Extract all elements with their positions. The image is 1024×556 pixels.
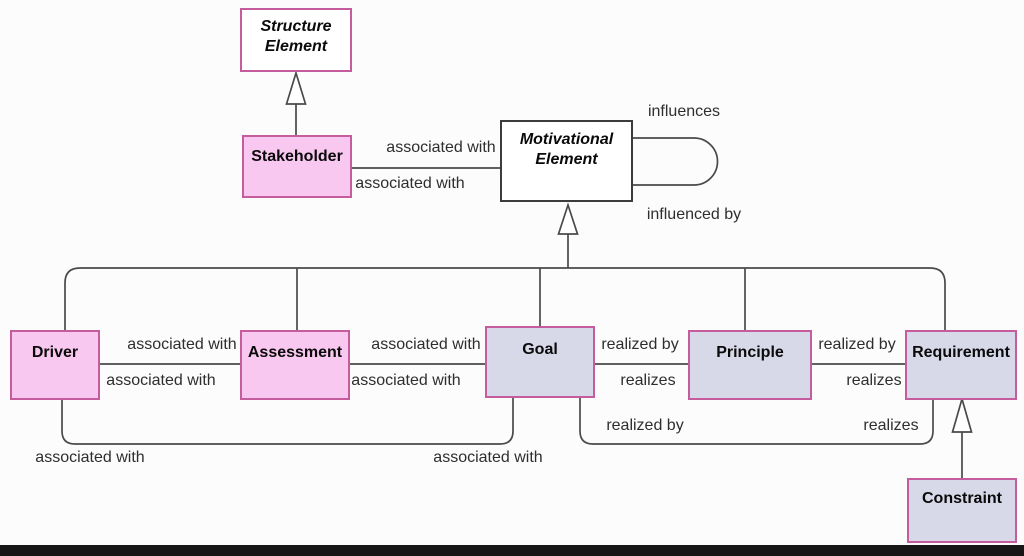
generalization-arrow-structure-element-icon xyxy=(285,70,307,105)
node-label: Stakeholder xyxy=(251,148,343,165)
edge-label-goal-requirement-left: realized by xyxy=(606,417,684,434)
association-driver-goal xyxy=(61,398,514,445)
node-label: Principle xyxy=(716,344,784,361)
node-stakeholder[interactable]: Stakeholder xyxy=(242,135,352,198)
node-motivational-element[interactable]: Motivational Element xyxy=(500,120,633,202)
generalization-arrow-me-icon xyxy=(557,202,579,235)
edge-label-driver-goal-right: associated with xyxy=(433,449,543,466)
node-label: Constraint xyxy=(922,490,1002,507)
node-label: Assessment xyxy=(247,344,343,361)
edge-label-stakeholder-me-below: associated with xyxy=(355,175,465,192)
node-driver[interactable]: Driver xyxy=(10,330,100,400)
edge-label-goal-principle-below: realizes xyxy=(620,372,676,389)
realization-goal-requirement xyxy=(579,398,934,445)
edge-label-influenced-by: influenced by xyxy=(646,206,742,223)
edge-label-influences: influences xyxy=(647,103,721,120)
node-label: Structure Element xyxy=(260,18,332,55)
node-label: Motivational Element xyxy=(519,131,614,168)
edge-label-assessment-goal-above: associated with xyxy=(371,336,481,353)
edge-label-principle-requirement-above: realized by xyxy=(818,336,896,353)
generalization-arrow-requirement-icon xyxy=(951,395,973,433)
edge-label-principle-requirement-below: realizes xyxy=(846,372,902,389)
bottom-border-bar xyxy=(0,545,1024,556)
edge-label-driver-goal-left: associated with xyxy=(35,449,145,466)
edge-label-assessment-goal-below: associated with xyxy=(351,372,461,389)
node-label: Requirement xyxy=(912,344,1010,361)
node-label: Goal xyxy=(522,341,558,358)
node-label: Driver xyxy=(31,344,79,361)
edge-label-goal-principle-above: realized by xyxy=(601,336,679,353)
edge-label-driver-assessment-below: associated with xyxy=(106,372,216,389)
generalization-bus xyxy=(64,267,946,331)
node-goal[interactable]: Goal xyxy=(485,326,595,398)
node-assessment[interactable]: Assessment xyxy=(240,330,350,400)
edge-label-goal-requirement-right: realizes xyxy=(863,417,919,434)
edge-label-stakeholder-me-above: associated with xyxy=(386,139,496,156)
self-association-me xyxy=(633,137,719,186)
edge-label-driver-assessment-above: associated with xyxy=(127,336,237,353)
node-requirement[interactable]: Requirement xyxy=(905,330,1017,400)
node-principle[interactable]: Principle xyxy=(688,330,812,400)
node-structure-element[interactable]: Structure Element xyxy=(240,8,352,72)
node-constraint[interactable]: Constraint xyxy=(907,478,1017,543)
